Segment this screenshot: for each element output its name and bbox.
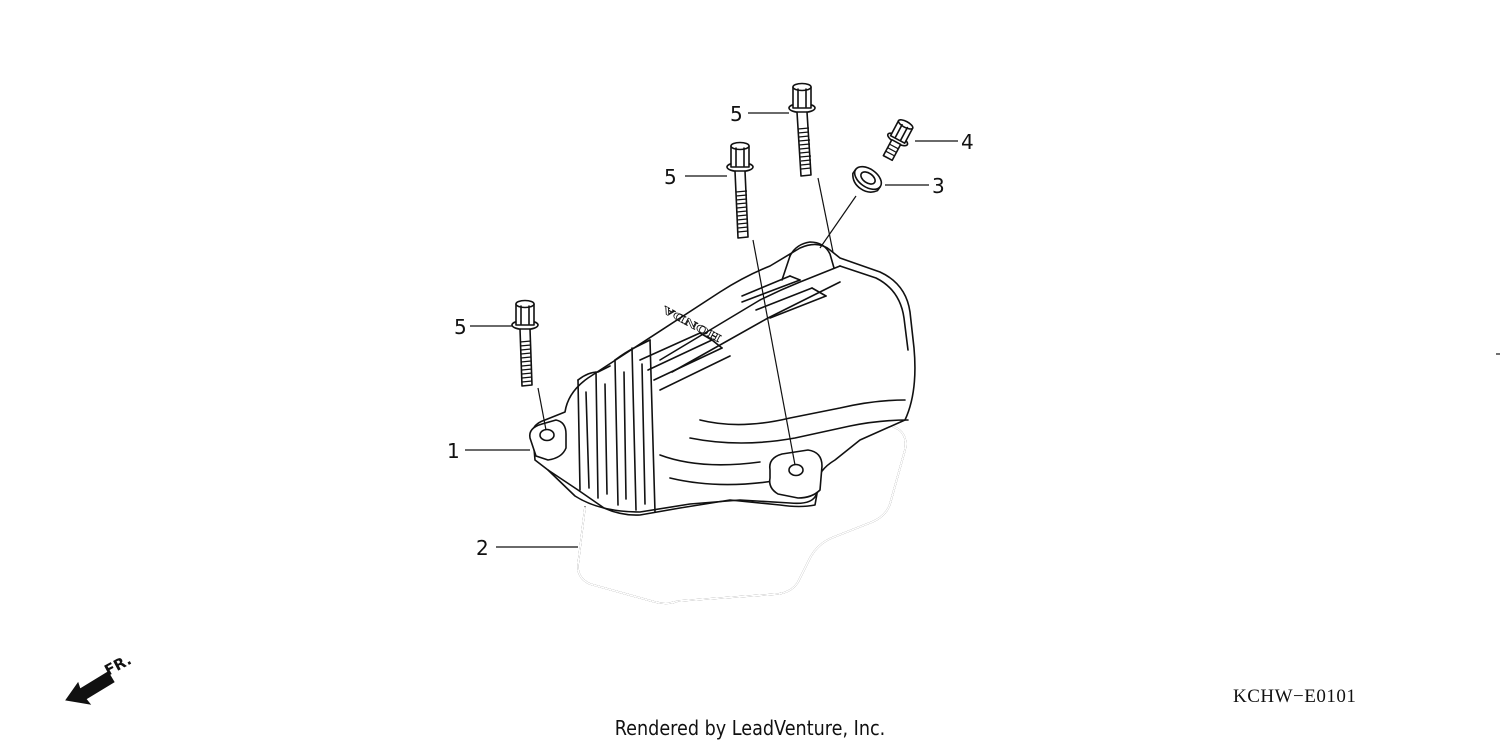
front-direction-indicator: FR. (65, 651, 134, 705)
callout-2: 2 (476, 536, 489, 560)
front-arrow-icon (65, 671, 115, 705)
flange-bolt-part-5-right[interactable] (788, 82, 816, 177)
callout-5-middle: 5 (664, 165, 677, 189)
bolt-part-4[interactable] (878, 117, 917, 164)
callout-3: 3 (932, 174, 945, 198)
flange-bolt-part-5-left[interactable] (511, 299, 539, 387)
flange-bolt-part-5-middle[interactable] (726, 141, 754, 239)
callout-1: 1 (447, 439, 460, 463)
assembly-guide-lines (537, 177, 857, 466)
callout-5-right: 5 (730, 102, 743, 126)
sealing-washer-part-3[interactable] (848, 162, 885, 197)
callout-4: 4 (961, 130, 974, 154)
diagram-reference-code: KCHW−E0101 (1233, 686, 1357, 707)
callout-5-left: 5 (454, 315, 467, 339)
cylinder-head-cover-part-1[interactable]: HONDA (528, 241, 916, 516)
gasket-part-2[interactable] (577, 421, 907, 605)
footer-credit: Rendered by LeadVenture, Inc. (614, 716, 886, 740)
leader-lines (465, 112, 958, 548)
